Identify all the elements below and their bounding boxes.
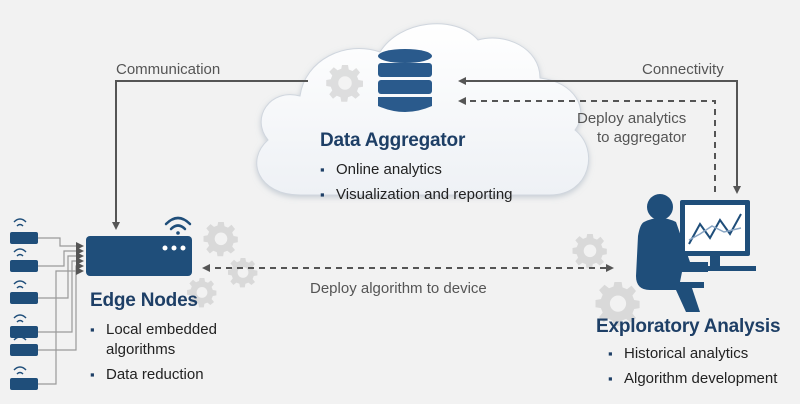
gear-icon-edge-2 (228, 258, 258, 288)
deploy-device-label: Deploy algorithm to device (310, 280, 487, 297)
edge-nodes-list: ▪Local embedded algorithms ▪Data reducti… (90, 320, 217, 390)
aggregator-list: ▪Online analytics ▪Visualization and rep… (320, 160, 513, 210)
edge-nodes-title: Edge Nodes (90, 290, 198, 311)
edge-node-device (86, 236, 192, 276)
sensor-device (10, 314, 38, 338)
list-item: algorithms (106, 341, 176, 358)
exploratory-title: Exploratory Analysis (596, 316, 781, 337)
sensor-device (10, 336, 38, 356)
monitor-icon (680, 200, 756, 271)
list-item: ▪Algorithm development (608, 370, 778, 387)
aggregator-title: Data Aggregator (320, 130, 466, 151)
sensor-lines (38, 237, 84, 385)
database-icon (378, 49, 432, 112)
arrow-communication (112, 80, 308, 230)
list-item: ▪Visualization and reporting (320, 186, 513, 203)
arrow-deploy-aggregator (458, 97, 716, 192)
wifi-icon (164, 216, 192, 235)
connectivity-label: Connectivity (642, 61, 724, 78)
sensor-device (10, 218, 38, 244)
deploy-aggregator-label-line1: Deploy analytics (577, 110, 687, 127)
analyst-icon (636, 194, 708, 312)
sensor-device (10, 248, 38, 272)
list-item: ▪Data reduction (90, 366, 204, 383)
exploratory-list: ▪Historical analytics ▪Algorithm develop… (608, 344, 777, 394)
gear-icon-cloud-inner (326, 65, 363, 102)
sensor-device (10, 366, 38, 390)
deploy-aggregator-label-line2: to aggregator (597, 129, 687, 146)
gear-icon-explore-1 (572, 234, 607, 269)
list-item: ▪Local embedded (90, 321, 217, 338)
gear-icon-edge-1 (203, 222, 238, 257)
arrow-connectivity (458, 77, 741, 194)
communication-label: Communication (116, 61, 221, 78)
sensor-device (10, 280, 38, 304)
list-item: ▪Online analytics (320, 161, 442, 178)
list-item: ▪Historical analytics (608, 345, 749, 362)
